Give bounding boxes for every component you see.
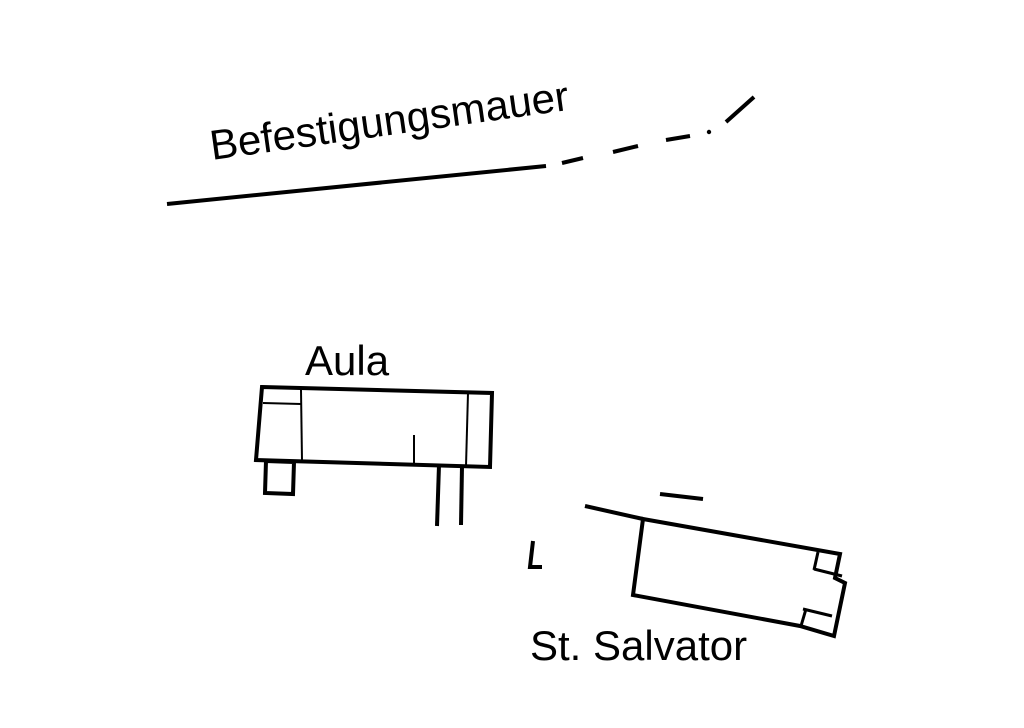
fortification-wall <box>166 95 756 206</box>
church-outline <box>630 516 848 639</box>
aula-outline <box>253 384 495 470</box>
wall-fragment <box>527 540 542 569</box>
aula-passage-wall <box>459 465 464 526</box>
church-apse-wall <box>802 607 833 618</box>
church-apse-wall <box>813 567 843 578</box>
aula-inner-wall <box>465 392 469 467</box>
wall-dashed-segment <box>724 95 756 124</box>
wall-fragment <box>659 492 704 501</box>
aula-label: Aula <box>305 337 390 384</box>
church-apse-wall <box>799 608 808 627</box>
wall-dashed-segment <box>612 144 639 154</box>
wall-dashed-segment <box>561 156 584 165</box>
aula-annex <box>262 458 297 497</box>
wall-label: Befestigungsmauer <box>207 72 572 169</box>
church-wall-extension <box>584 504 644 521</box>
church-apse-wall <box>812 551 820 571</box>
aula-inner-wall <box>262 402 302 405</box>
church-label: St. Salvator <box>530 622 747 669</box>
st-salvator-building <box>584 504 848 639</box>
aula-inner-wall <box>300 389 303 462</box>
wall-dot-segment <box>706 129 712 135</box>
aula-passage-wall <box>435 464 441 527</box>
aula-building <box>253 384 495 527</box>
wall-solid-segment <box>166 164 547 206</box>
wall-dashed-segment <box>665 134 691 142</box>
